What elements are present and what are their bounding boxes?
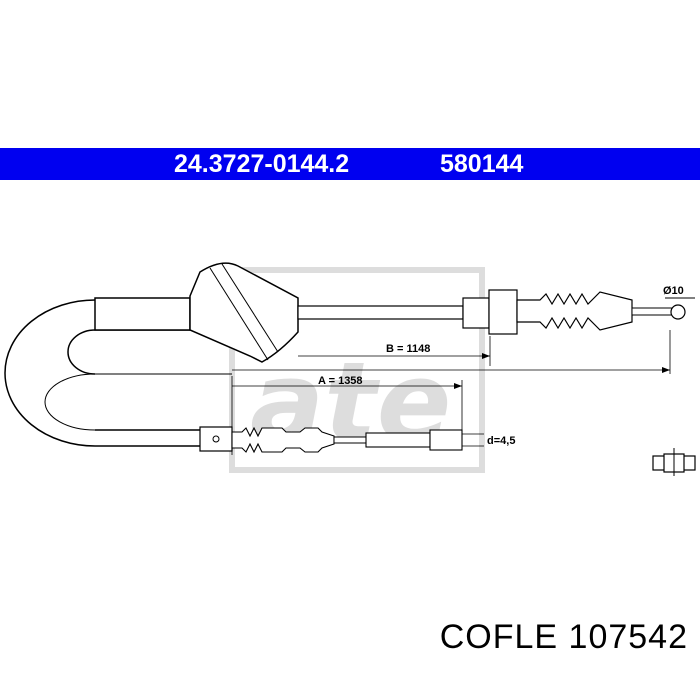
end-rod [631, 307, 673, 316]
cable-wire-lower [333, 436, 367, 444]
adjuster-nut [488, 289, 518, 335]
crimp-collar [462, 297, 490, 329]
cable-sheath-inner [67, 329, 190, 375]
threaded-end [516, 291, 633, 331]
brand-reference: COFLE 107542 [439, 618, 688, 656]
diameter-label: Ø10 [663, 285, 684, 297]
header-bar [0, 148, 700, 180]
dimension-b: B = 1148 [386, 343, 430, 355]
end-fitting-lower [429, 429, 463, 451]
dimension-a: A = 1358 [318, 375, 363, 387]
lower-boot [231, 426, 335, 454]
fitting-detail-icon [652, 448, 696, 476]
grommet [189, 262, 299, 363]
cable-wire-upper [297, 305, 464, 320]
wire-diameter-label: d=4,5 [487, 435, 515, 447]
crimp-sleeve [365, 432, 431, 448]
part-number: 24.3727-0144.2 [174, 150, 350, 178]
reference-number: 580144 [440, 150, 524, 178]
end-ball [670, 304, 686, 320]
cable-sheath [4, 299, 200, 447]
sheath-tube-upper [94, 297, 191, 331]
